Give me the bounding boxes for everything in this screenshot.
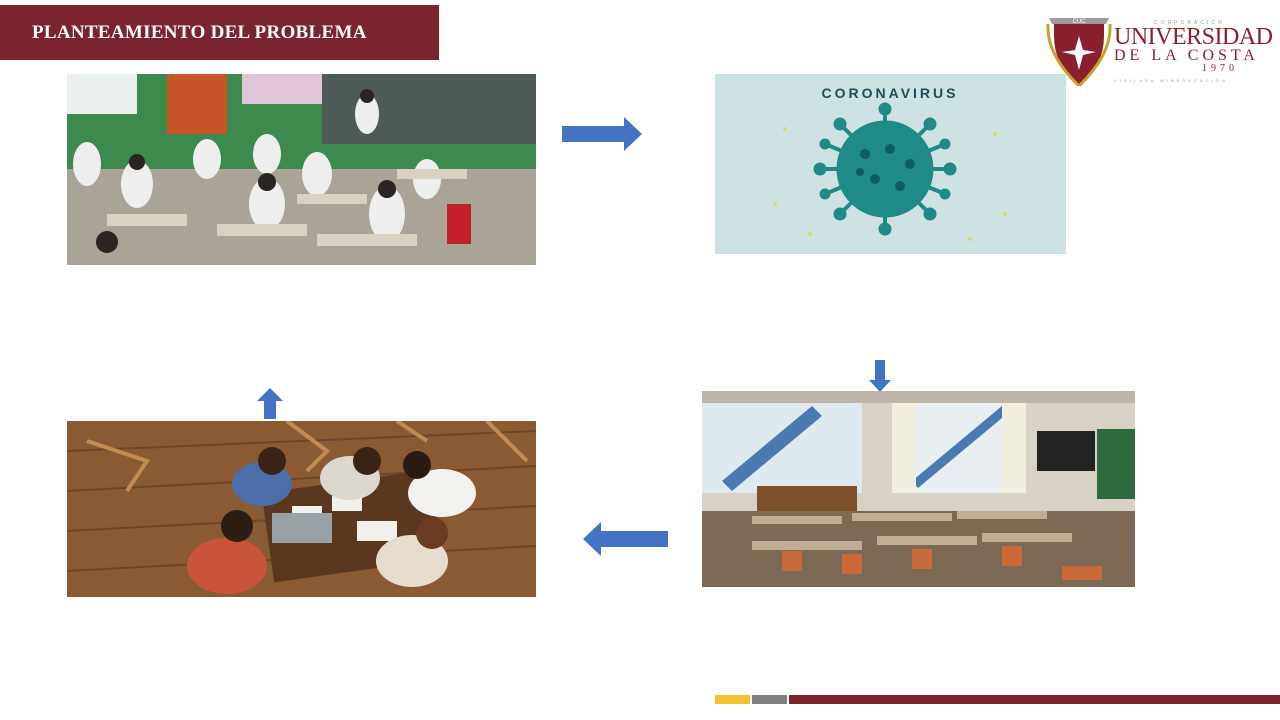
svg-text:CUC: CUC [1073, 19, 1087, 25]
empty-classroom-image [702, 391, 1135, 587]
logo-name-line2: DE LA COSTA [1114, 47, 1259, 64]
university-logo: CUC CORPORACIÓN UNIVERSIDAD DE LA COSTA … [1046, 14, 1273, 90]
arrow-down-icon [869, 360, 891, 392]
logo-year: 1970 [1202, 63, 1238, 74]
footer-bar-yellow [715, 695, 750, 704]
arrow-right-icon [562, 117, 642, 151]
crest-icon: CUC [1046, 18, 1112, 88]
logo-name-line1: UNIVERSIDAD [1114, 24, 1273, 50]
students-studying-image [67, 421, 536, 597]
footer-bar-gray [752, 695, 787, 704]
arrow-left-icon [583, 522, 668, 556]
logo-motto: VIGILADA MINEDUCACIÓN [1114, 78, 1228, 83]
slide-title-bar: PLANTEAMIENTO DEL PROBLEMA [0, 5, 439, 60]
classroom-with-students-image [67, 74, 536, 265]
footer-bar-maroon [789, 695, 1280, 704]
coronavirus-caption: CORONAVIRUS [822, 85, 959, 101]
arrow-up-icon [257, 388, 283, 419]
slide-title: PLANTEAMIENTO DEL PROBLEMA [32, 21, 367, 43]
coronavirus-illustration: CORONAVIRUS [715, 74, 1066, 254]
logo-corporation: CORPORACIÓN [1154, 20, 1225, 26]
